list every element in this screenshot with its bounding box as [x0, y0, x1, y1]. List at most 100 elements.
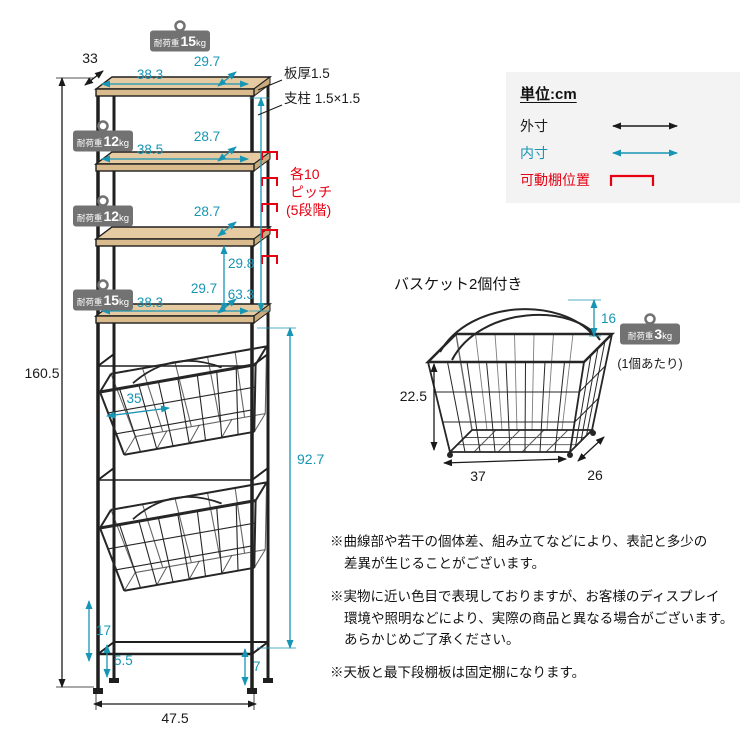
dim-shelf2-inner-depth: 28.7: [194, 129, 237, 162]
dim-label-basket-depth: 26: [587, 467, 603, 483]
dim-label-shelf2-width: 38.5: [137, 142, 163, 157]
tag-capacity-unit: kg: [119, 213, 129, 224]
tag-capacity-value: 3: [654, 326, 662, 342]
dim-basket-depth: 26: [577, 436, 605, 483]
note-line: あらかじめご了承ください。: [344, 632, 520, 648]
pitch-line-1: 各10: [290, 166, 320, 182]
basket-figure-title: バスケット2個付き: [394, 276, 522, 293]
legend-row-outer: 外寸: [520, 112, 726, 139]
dim-label-shelf3-depth: 28.7: [194, 204, 220, 219]
note-line: ※実物に近い色目で表現しておりますが、お客様のディスプレイ: [330, 588, 720, 604]
shelf-board-3: [93, 226, 273, 247]
tag-capacity-label: 耐荷重: [77, 138, 103, 148]
tag-capacity-value: 15: [180, 33, 196, 49]
annotation-board-thickness: 板厚1.5: [257, 66, 330, 91]
tag-capacity-unit: kg: [119, 138, 129, 149]
tag-per-basket-note: (1個あたり): [617, 357, 682, 371]
legend-unit: 単位:cm: [520, 86, 577, 103]
basket-back-wires: [475, 333, 574, 431]
dim-label-shelf-gap: 29.8: [228, 256, 254, 271]
basket-front-wires: [435, 340, 606, 453]
dim-bottom-17: 17: [85, 600, 111, 662]
legend-inner-label: 内寸: [520, 144, 548, 161]
dim-label-17: 17: [96, 623, 111, 638]
shelf-board-1: [93, 76, 273, 97]
weight-tag-top-shelf: 耐荷重15kg: [150, 20, 210, 52]
weight-tag-basket: 耐荷重3kg (1個あたり): [617, 313, 683, 371]
dim-basket-inner-width: 35: [106, 391, 170, 419]
tag-capacity-label: 耐荷重: [154, 38, 180, 48]
tag-capacity-label: 耐荷重: [628, 331, 654, 341]
dim-label-shelf1-width: 38.3: [137, 67, 163, 82]
tag-capacity-label: 耐荷重: [77, 297, 103, 307]
outer-dim-arrow-icon: [612, 122, 678, 129]
dim-total-width: 47.5: [93, 691, 257, 726]
tag-capacity-value: 12: [103, 208, 119, 224]
weight-tag-shelf2: 耐荷重12kg: [73, 120, 133, 152]
dim-basket-width: 37: [443, 455, 567, 484]
dim-label-basket-width: 37: [470, 468, 486, 484]
annotation-pitch: 各10 ピッチ (5段階): [286, 166, 332, 218]
pitch-line-2: ピッチ: [290, 184, 332, 200]
legend-outer-label: 外寸: [520, 117, 548, 134]
tag-capacity-unit: kg: [662, 331, 672, 342]
dim-label-shelf2-depth: 28.7: [194, 129, 220, 144]
dim-top-depth-outer: 33: [82, 50, 104, 86]
dim-shelf4-inner-width: 38.3: [101, 295, 249, 315]
dim-shelf1-inner-depth: 29.7: [194, 54, 237, 87]
dim-label-shelf1-depth: 29.7: [194, 54, 220, 69]
legend-row-movable: 可動棚位置: [520, 166, 726, 193]
disclaimer-note-3: ※天板と最下段棚板は固定棚になります。: [330, 662, 748, 684]
dim-basket-height: 22.5: [400, 363, 438, 451]
dim-label-top-depth: 33: [82, 50, 98, 66]
disclaimer-note-2: ※実物に近い色目で表現しておりますが、お客様のディスプレイ 環境や照明などにより…: [330, 586, 748, 652]
disclaimer-note-1: ※曲線部や若干の個体差、組み立てなどにより、表記と多少の 差異が生じることがござ…: [330, 531, 748, 575]
dim-basket-handle-height: 16: [568, 299, 616, 337]
disclaimer-notes: ※曲線部や若干の個体差、組み立てなどにより、表記と多少の 差異が生じることがござ…: [330, 531, 748, 695]
basket-figure: [424, 308, 616, 458]
weight-tag-text: 耐荷重12kg: [77, 208, 129, 224]
dim-basket-section-height: 92.7: [257, 327, 324, 649]
dim-label-7: 7: [253, 659, 261, 674]
annotation-board-label: 板厚1.5: [284, 66, 330, 81]
weight-tag-shelf4: 耐荷重15kg: [73, 279, 133, 311]
legend-movable-label: 可動棚位置: [520, 171, 590, 188]
tag-capacity-unit: kg: [119, 297, 129, 308]
tag-capacity-unit: kg: [196, 38, 206, 49]
basket-bottom-grid: [457, 429, 585, 453]
movable-shelf-bracket-icon: [609, 174, 655, 186]
shelf-board-2: [93, 151, 273, 172]
tag-capacity-value: 15: [103, 292, 119, 308]
pitch-line-3: (5段階): [286, 202, 331, 218]
dim-total-height: 160.5: [24, 77, 94, 688]
annotation-post-size: 支柱 1.5×1.5: [257, 91, 360, 116]
legend-row-inner: 内寸: [520, 139, 726, 166]
dim-bottom-7: 7: [241, 648, 261, 686]
dim-label-55: 5.5: [114, 653, 133, 668]
dim-label-shelf4-depth: 29.7: [191, 281, 217, 296]
note-line: ※曲線部や若干の個体差、組み立てなどにより、表記と多少の: [330, 534, 708, 549]
weight-tag-text: 耐荷重15kg: [154, 33, 206, 49]
legend-panel: 単位:cm 外寸 内寸 可動棚位置: [506, 72, 740, 203]
weight-tag-shelf3: 耐荷重12kg: [73, 195, 133, 227]
note-line: 差異が生じることがございます。: [344, 555, 546, 571]
tag-capacity-label: 耐荷重: [77, 213, 103, 223]
dim-upper-section-height: 63.3: [228, 97, 269, 312]
note-line: ※天板と最下段棚板は固定棚になります。: [330, 665, 586, 681]
dim-label-basket-height: 22.5: [400, 388, 427, 404]
dim-label-shelf4-width: 38.3: [137, 295, 163, 310]
tag-capacity-value: 12: [103, 133, 119, 149]
dim-label-total-height: 160.5: [24, 365, 59, 381]
dim-label-basket-inner-width: 35: [126, 391, 141, 406]
annotation-post-label: 支柱 1.5×1.5: [284, 91, 360, 106]
dim-label-total-width: 47.5: [161, 710, 188, 726]
weight-tag-text: 耐荷重3kg: [628, 326, 672, 342]
dim-label-basket-handle: 16: [601, 311, 616, 326]
inner-dim-arrow-icon: [612, 149, 678, 156]
dim-bottom-55: 5.5: [103, 644, 133, 678]
dim-label-basket-section: 92.7: [297, 451, 324, 467]
dim-shelf3-inner-depth: 28.7: [194, 204, 237, 237]
weight-tag-text: 耐荷重12kg: [77, 133, 129, 149]
